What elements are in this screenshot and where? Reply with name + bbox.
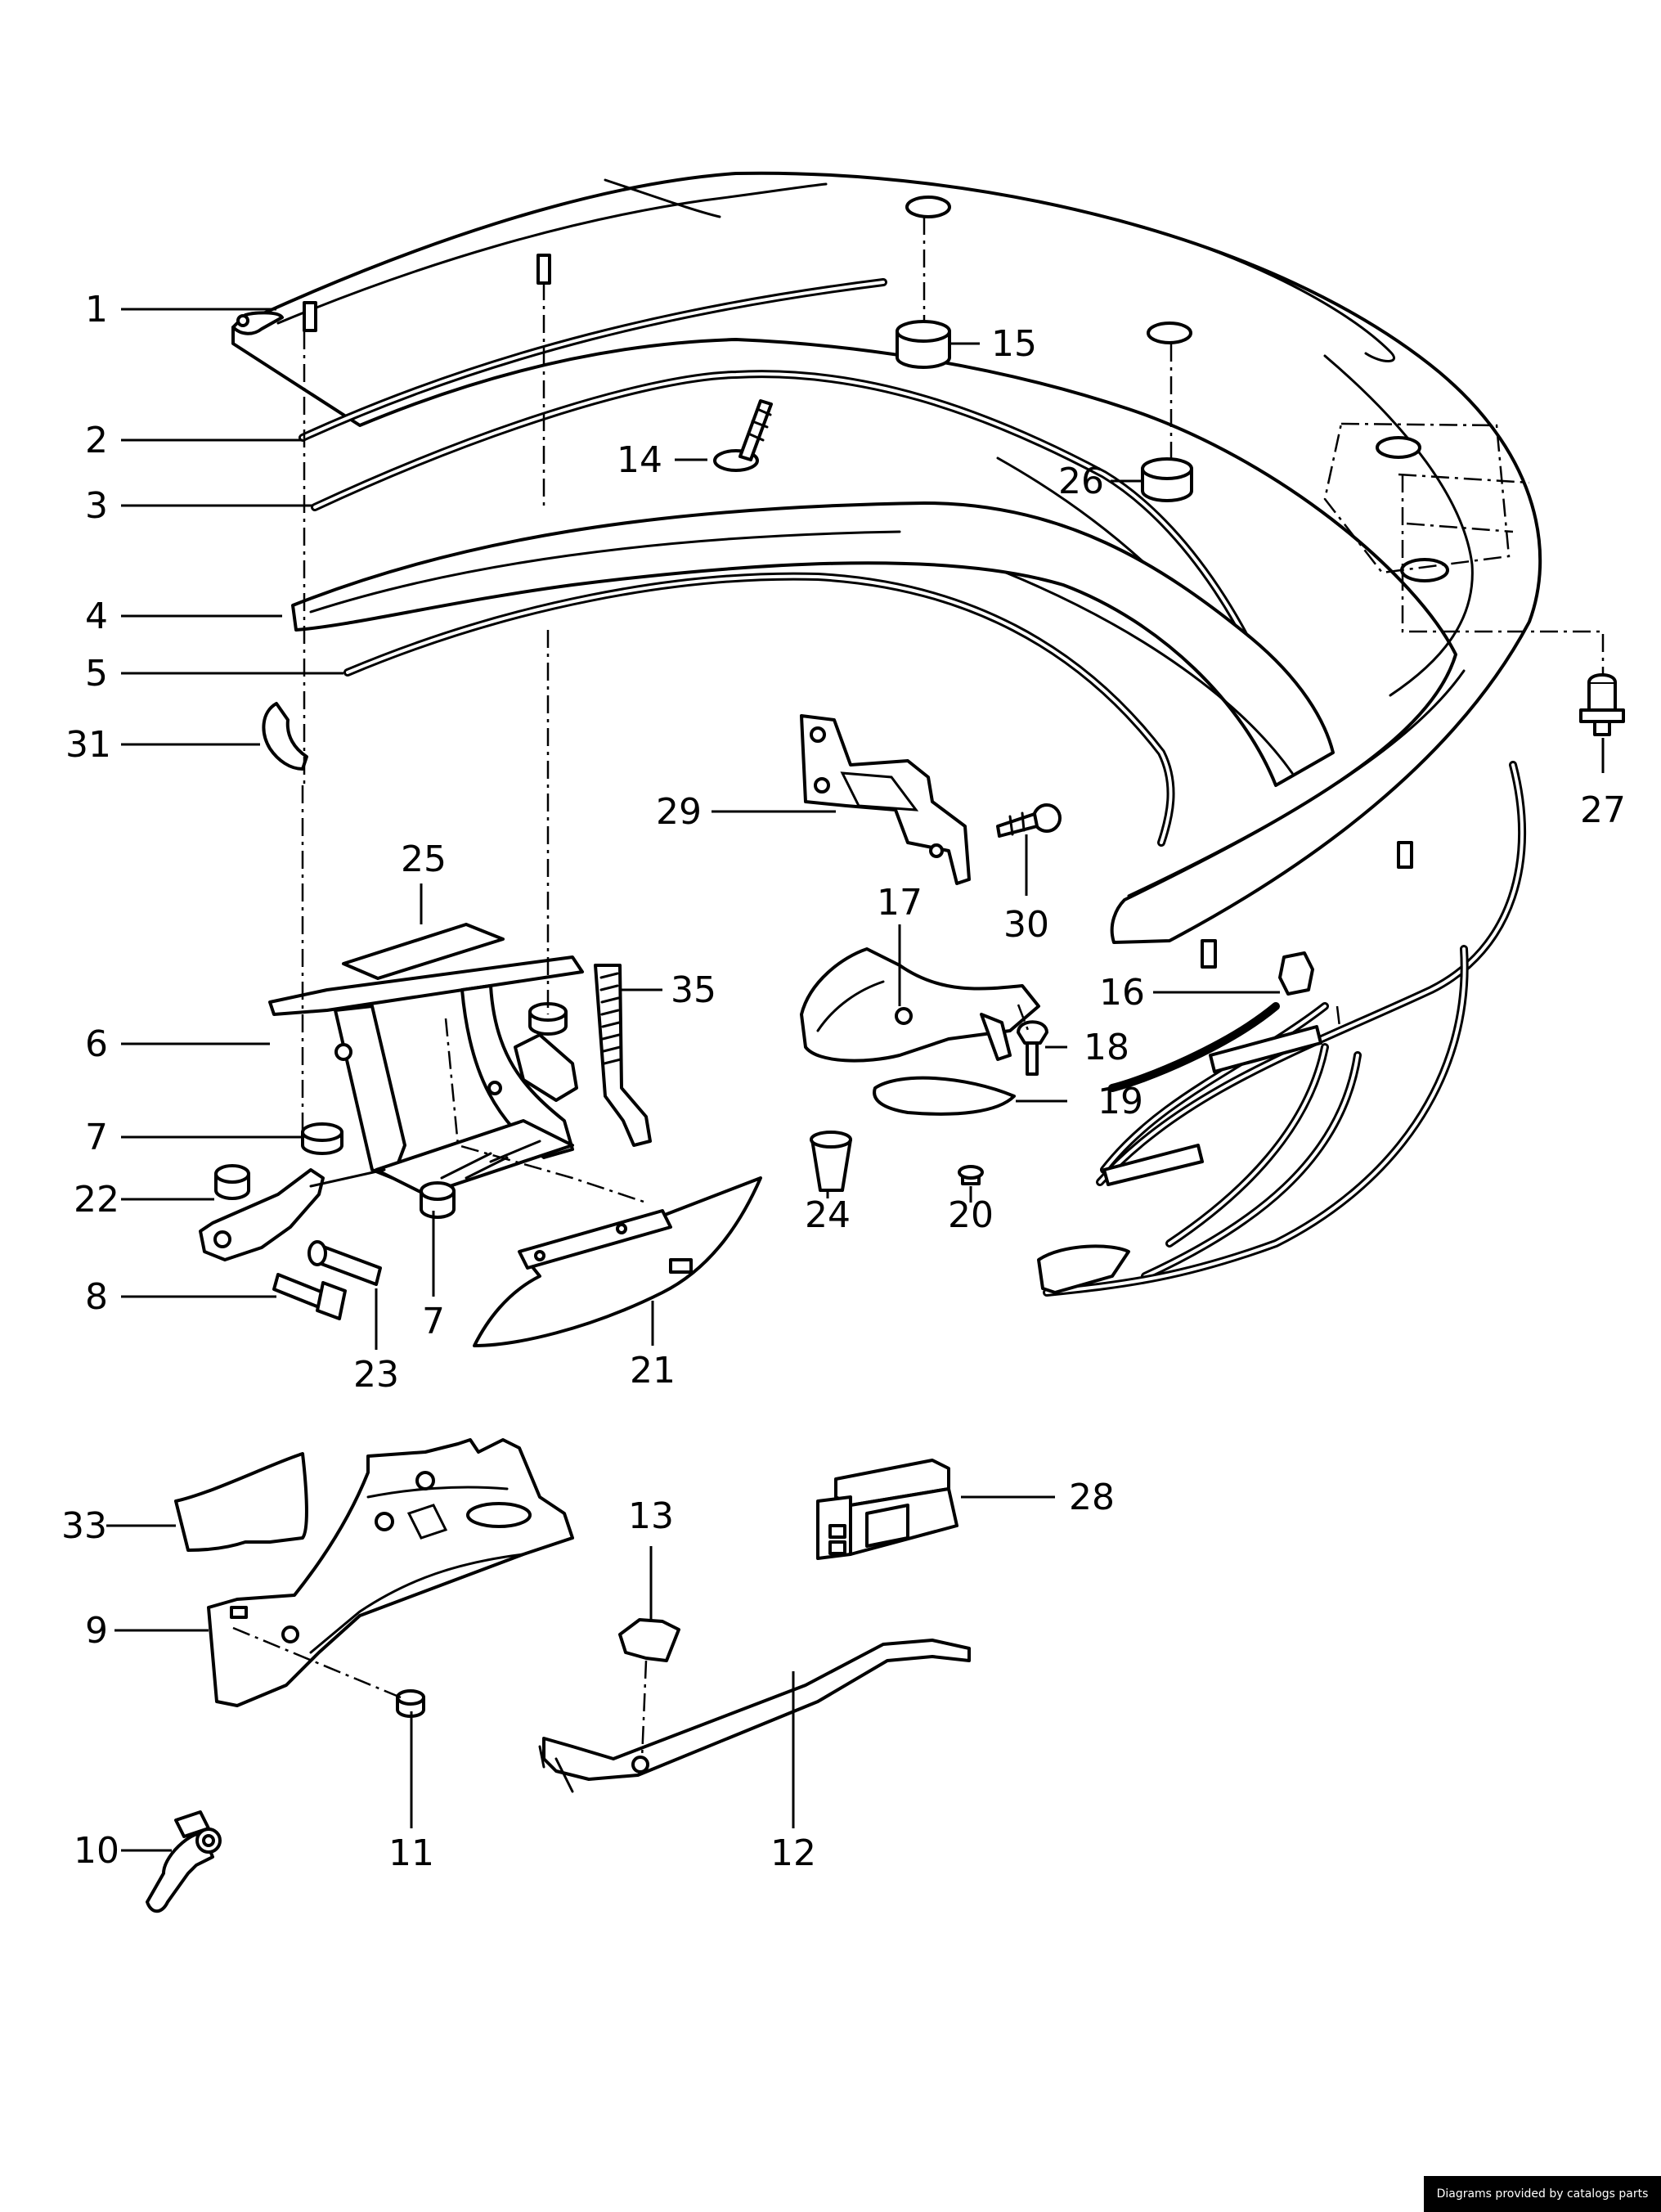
part-10-link xyxy=(146,1810,222,1913)
callout-7b: 7 xyxy=(422,1301,445,1342)
part-6-bracket xyxy=(268,955,647,1204)
callout-7a: 7 xyxy=(85,1117,108,1158)
part-seal-strip-2 xyxy=(299,278,887,442)
part-22-nut xyxy=(214,1164,250,1200)
credit-banner: Diagrams provided by catalogs parts xyxy=(1424,2176,1661,2212)
callout-23: 23 xyxy=(353,1354,399,1396)
callout-21: 21 xyxy=(630,1350,676,1391)
part-right-seal-strips xyxy=(1037,761,1527,1297)
callout-10: 10 xyxy=(74,1830,119,1872)
callout-labels: 1 2 3 4 5 6 7 7 8 9 10 11 12 13 14 15 16… xyxy=(61,289,1626,1874)
leader-lines xyxy=(106,308,1605,1852)
callout-13: 13 xyxy=(628,1495,674,1537)
part-cover-frame xyxy=(231,171,1542,969)
callout-26: 26 xyxy=(1058,461,1104,502)
part-27-fitting xyxy=(1579,673,1625,736)
callout-30: 30 xyxy=(1003,904,1049,946)
callout-25: 25 xyxy=(401,838,447,880)
part-28-connector xyxy=(816,1459,958,1560)
part-7-nuts xyxy=(301,1002,568,1219)
callout-4: 4 xyxy=(85,596,108,637)
callout-5: 5 xyxy=(85,653,108,695)
callout-35: 35 xyxy=(671,969,716,1011)
callout-14: 14 xyxy=(617,439,662,481)
part-21-panel xyxy=(473,1176,762,1347)
part-31-clip xyxy=(262,702,308,771)
callout-9: 9 xyxy=(85,1610,108,1652)
callout-3: 3 xyxy=(85,485,108,527)
part-16-clip xyxy=(1278,951,1314,996)
part-12-rod xyxy=(538,1639,971,1793)
part-seal-strip-5 xyxy=(343,572,1175,847)
callout-12: 12 xyxy=(770,1832,816,1874)
callout-1: 1 xyxy=(85,289,108,330)
callout-17: 17 xyxy=(877,882,923,924)
callout-19: 19 xyxy=(1098,1081,1143,1122)
callout-15: 15 xyxy=(991,323,1037,365)
callout-11: 11 xyxy=(388,1832,434,1874)
callout-8: 8 xyxy=(85,1276,108,1318)
part-33-cover xyxy=(174,1452,308,1552)
callout-6: 6 xyxy=(85,1023,108,1065)
callout-24: 24 xyxy=(805,1194,851,1236)
callout-20: 20 xyxy=(948,1194,994,1236)
part-9-housing xyxy=(207,1438,574,1707)
part-35-strip xyxy=(594,964,652,1147)
callout-2: 2 xyxy=(85,420,108,461)
callout-22: 22 xyxy=(74,1179,119,1221)
alignment-lines xyxy=(232,217,1605,1760)
part-24-sleeve xyxy=(810,1131,852,1192)
part-23-sleeve xyxy=(308,1240,382,1286)
part-29-bracket xyxy=(800,714,971,885)
part-hinge-arm xyxy=(199,1168,386,1261)
callout-31: 31 xyxy=(65,724,111,766)
part-15-buffer xyxy=(896,320,951,369)
callout-28: 28 xyxy=(1069,1477,1115,1518)
part-25-pad xyxy=(342,923,505,980)
callout-33: 33 xyxy=(61,1505,107,1547)
part-13-clip xyxy=(618,1618,680,1662)
part-20-cap xyxy=(958,1165,984,1185)
part-19-pad xyxy=(873,1076,1016,1116)
part-trim-4 xyxy=(291,501,1335,787)
part-14-screw xyxy=(713,399,773,472)
callout-29: 29 xyxy=(656,791,702,833)
part-17-bracket xyxy=(800,947,1040,1063)
part-8-bolt xyxy=(272,1273,347,1320)
part-18-clip xyxy=(1017,1020,1048,1076)
part-26-buffer xyxy=(1141,457,1193,502)
callout-16: 16 xyxy=(1099,972,1145,1014)
part-30-screw xyxy=(996,803,1062,838)
callout-18: 18 xyxy=(1084,1027,1129,1068)
callout-27: 27 xyxy=(1580,789,1626,831)
